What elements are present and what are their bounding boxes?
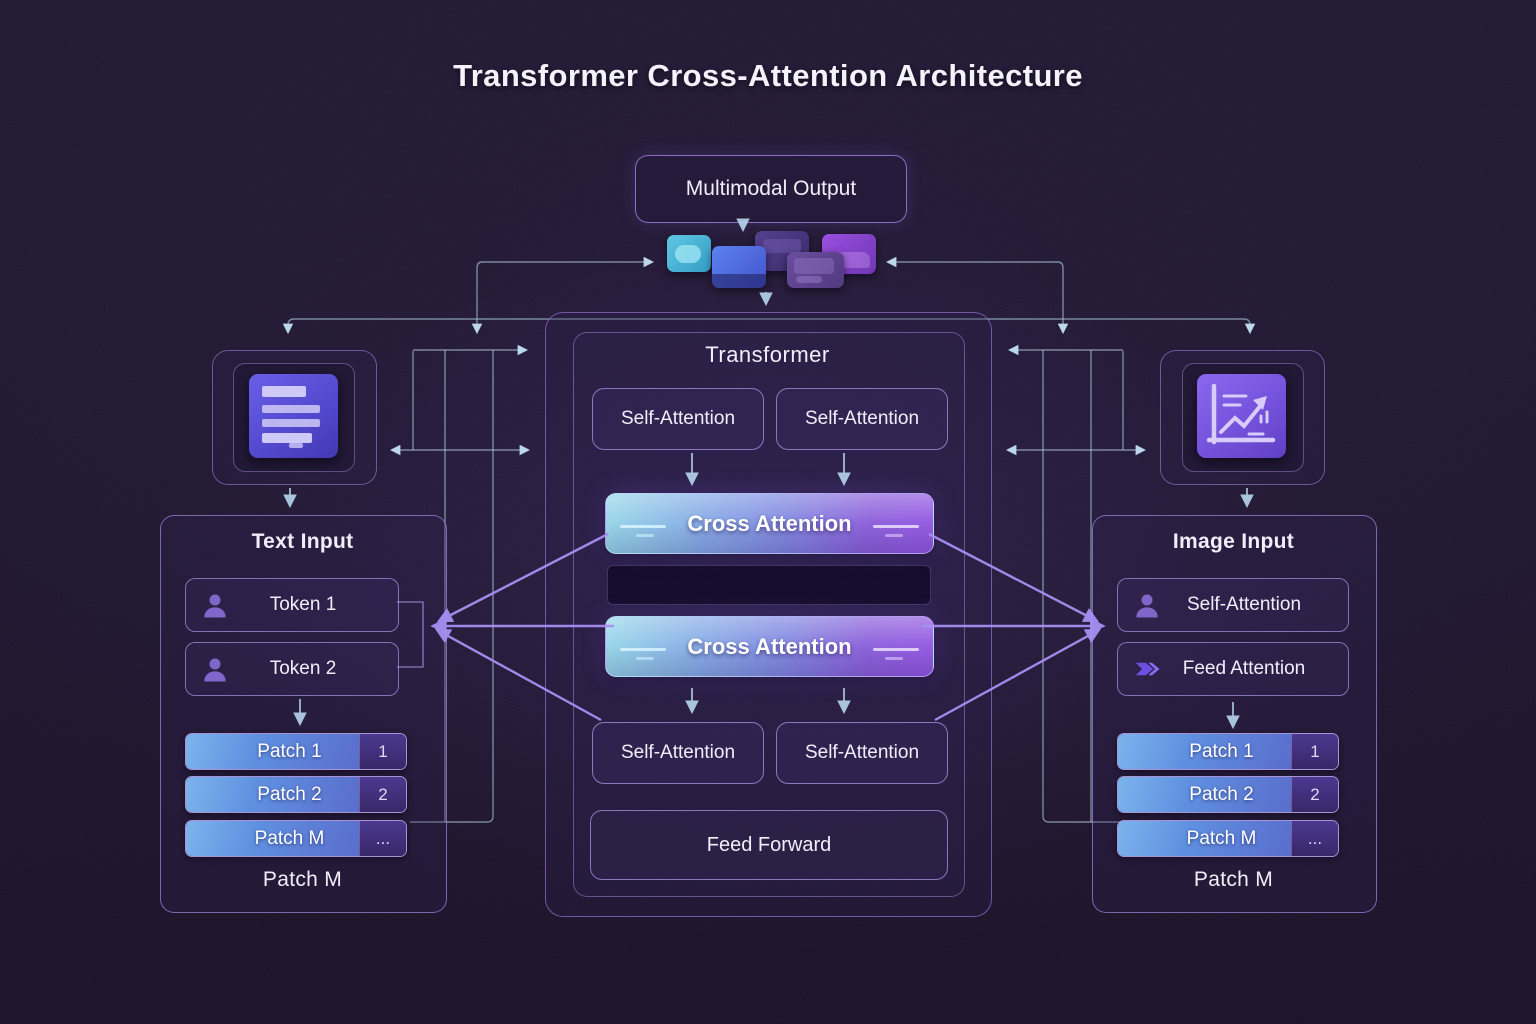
token-row: Token 1 — [185, 578, 399, 632]
latent-bar — [607, 565, 931, 605]
patch-index-badge: 2 — [1291, 777, 1338, 812]
token-label: Token 1 — [269, 594, 337, 615]
patch-label: Patch 2 — [1118, 777, 1291, 812]
patch-row: Patch M ... — [185, 820, 407, 857]
transformer-outer-box — [545, 312, 992, 917]
multimodal-output-box: Multimodal Output — [635, 155, 907, 223]
feed-attention-row: Feed Attention — [1117, 642, 1349, 696]
patch-index-badge: ... — [359, 821, 406, 856]
token-row: Token 2 — [185, 642, 399, 696]
feed-arrow-icon — [1135, 662, 1160, 676]
patch-index-badge: 2 — [359, 777, 406, 812]
row-label: Feed Attention — [1182, 658, 1306, 679]
patch-label: Patch 1 — [186, 734, 359, 769]
token-label: Token 2 — [269, 658, 337, 679]
person-icon — [204, 594, 226, 618]
patch-label: Patch 1 — [1118, 734, 1291, 769]
row-label: Self-Attention — [1186, 594, 1302, 615]
text-patch-footer: Patch M — [262, 868, 343, 891]
cross-attention-top-bar: Cross Attention — [605, 493, 934, 554]
patch-index-badge: 1 — [1291, 734, 1338, 769]
image-patch-footer: Patch M — [1193, 868, 1274, 891]
self-attention-top-left: Self-Attention — [592, 388, 764, 450]
patch-row: Patch 2 2 — [185, 776, 407, 813]
self-attention-bottom-left: Self-Attention — [592, 722, 764, 784]
multimodal-output-label: Multimodal Output — [685, 177, 857, 200]
image-card-purple — [787, 252, 844, 288]
self-attention-bottom-right: Self-Attention — [776, 722, 948, 784]
document-icon — [249, 374, 338, 458]
patch-index-badge: 1 — [359, 734, 406, 769]
patch-label: Patch M — [186, 821, 359, 856]
patch-row: Patch 1 1 — [185, 733, 407, 770]
person-icon — [204, 658, 226, 682]
person-icon — [1136, 594, 1158, 618]
patch-row: Patch 1 1 — [1117, 733, 1339, 770]
transformer-label: Transformer — [705, 342, 830, 367]
patch-label: Patch M — [1118, 821, 1291, 856]
image-card-teal — [667, 235, 711, 272]
transformer-inner-box — [573, 332, 965, 897]
chart-icon — [1197, 374, 1286, 458]
patch-index-badge: ... — [1291, 821, 1338, 856]
diagram-title: Transformer Cross-Attention Architecture — [453, 58, 1083, 93]
patch-row: Patch M ... — [1117, 820, 1339, 857]
cross-attention-bottom-bar: Cross Attention — [605, 616, 934, 677]
image-card-blue — [712, 246, 766, 288]
self-attention-top-right: Self-Attention — [776, 388, 948, 450]
image-input-title: Image Input — [1172, 530, 1295, 553]
image-attention-row: Self-Attention — [1117, 578, 1349, 632]
patch-row: Patch 2 2 — [1117, 776, 1339, 813]
text-input-title: Text Input — [251, 530, 354, 553]
feed-forward-box: Feed Forward — [590, 810, 948, 880]
patch-label: Patch 2 — [186, 777, 359, 812]
